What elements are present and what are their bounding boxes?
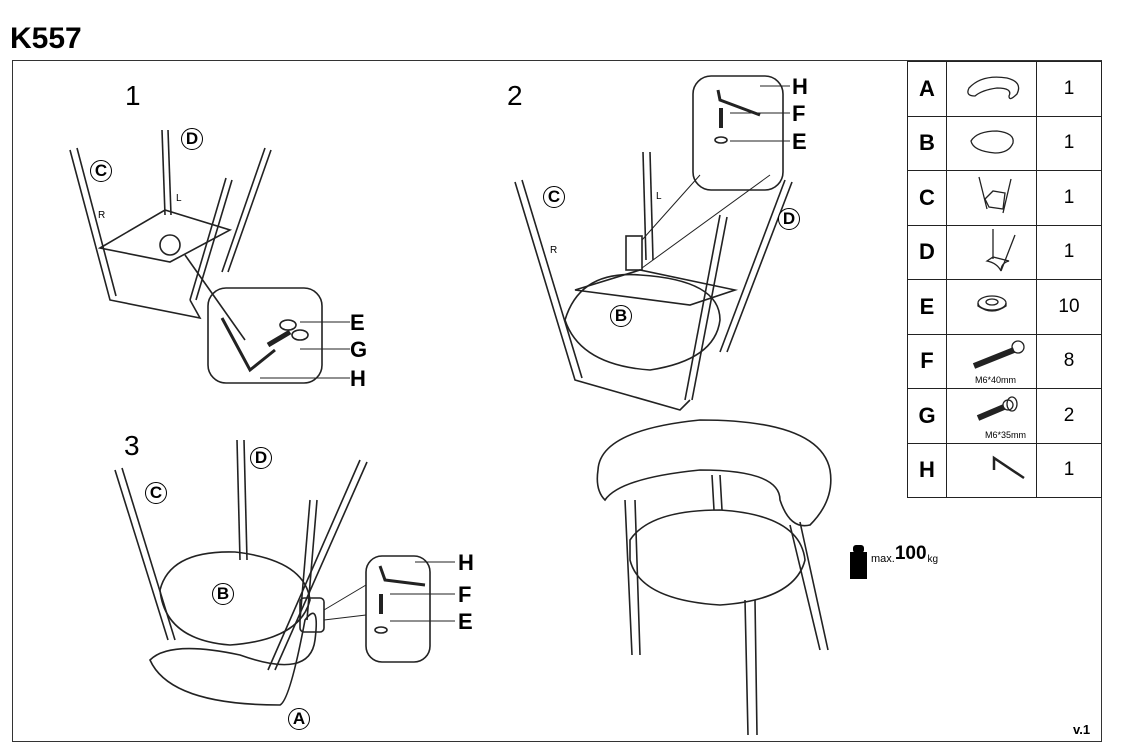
parts-list-table: A 1 B 1 C 1 D 1 E 10 F M6*40mm 8 <box>907 61 1102 498</box>
step-number-3: 3 <box>124 430 140 461</box>
part-label-h: H <box>350 366 366 391</box>
step1-chair-frame-illustration <box>69 129 272 341</box>
part-quantity: 8 <box>1036 333 1102 389</box>
left-leg-frame-icon <box>946 224 1037 280</box>
part-label-d: D <box>181 128 203 150</box>
weight-icon <box>850 545 867 579</box>
part-letter: A <box>907 61 947 117</box>
product-code: K557 <box>10 22 82 55</box>
step-number-1: 1 <box>125 80 141 111</box>
parts-row-h: H 1 <box>907 442 1102 498</box>
step3-detail-magnifier <box>365 555 431 663</box>
step2-chair-frame-illustration <box>514 151 793 411</box>
assembled-chair-illustration <box>596 419 832 736</box>
part-quantity: 10 <box>1036 279 1102 335</box>
side-mark-left: L <box>176 193 182 204</box>
part-label-h: H <box>458 550 474 575</box>
part-letter: B <box>907 115 947 171</box>
max-load-unit: kg <box>927 554 939 565</box>
max-load-indicator: max. 100 kg <box>848 543 938 565</box>
armrest-backrest-icon <box>946 61 1037 117</box>
step1-allen-key-detail <box>220 317 276 373</box>
part-label-c: C <box>543 186 565 208</box>
step2-detail-magnifier <box>692 75 784 191</box>
part-quantity: 1 <box>1036 115 1102 171</box>
part-label-e: E <box>792 129 807 154</box>
part-label-b: B <box>212 583 234 605</box>
instruction-frame <box>12 60 1102 742</box>
step3-chair-frame-illustration <box>114 439 368 706</box>
parts-row-a: A 1 <box>907 61 1102 117</box>
part-label-b: B <box>610 305 632 327</box>
bolt-washer-icon: M6*35mm <box>946 388 1037 444</box>
part-quantity: 1 <box>1036 170 1102 226</box>
version-label: v.1 <box>1073 722 1091 737</box>
parts-row-c: C 1 <box>907 170 1102 226</box>
part-quantity: 1 <box>1036 224 1102 280</box>
part-label-f: F <box>458 582 472 607</box>
allen-key-icon <box>946 442 1037 498</box>
part-letter: H <box>907 442 947 498</box>
part-label-e: E <box>458 609 473 634</box>
side-mark-left: L <box>656 191 662 202</box>
part-quantity: 1 <box>1036 442 1102 498</box>
part-label-e: E <box>350 310 365 335</box>
step1-detail-magnifier <box>207 287 323 384</box>
right-leg-frame-icon <box>946 170 1037 226</box>
parts-row-g: G M6*35mm 2 <box>907 388 1102 444</box>
bolt-spec: M6*35mm <box>985 429 1027 440</box>
parts-row-e: E 10 <box>907 279 1102 335</box>
part-label-c: C <box>90 160 112 182</box>
part-letter: E <box>907 279 947 335</box>
side-mark-right: R <box>550 245 558 256</box>
part-label-d: D <box>250 447 272 469</box>
part-letter: G <box>907 388 947 444</box>
part-label-f: F <box>792 101 806 126</box>
part-label-d: D <box>778 208 800 230</box>
bolt-spec: M6*40mm <box>975 375 1017 385</box>
max-load-value: 100 <box>894 543 927 564</box>
parts-row-f: F M6*40mm 8 <box>907 333 1102 389</box>
max-load-prefix: max. <box>871 553 895 565</box>
parts-row-b: B 1 <box>907 115 1102 171</box>
part-label-c: C <box>145 482 167 504</box>
part-label-h: H <box>792 74 808 99</box>
part-letter: C <box>907 170 947 226</box>
washer-icon <box>946 279 1037 335</box>
parts-row-d: D 1 <box>907 224 1102 280</box>
seat-cushion-icon <box>946 115 1037 171</box>
part-label-g: G <box>350 337 368 362</box>
part-quantity: 2 <box>1036 388 1102 444</box>
part-quantity: 1 <box>1036 61 1102 117</box>
side-mark-right: R <box>98 210 106 221</box>
bolt-icon: M6*40mm <box>946 333 1037 389</box>
part-letter: F <box>907 333 947 389</box>
part-letter: D <box>907 224 947 280</box>
step-number-2: 2 <box>507 80 523 111</box>
part-label-a: A <box>288 708 310 730</box>
